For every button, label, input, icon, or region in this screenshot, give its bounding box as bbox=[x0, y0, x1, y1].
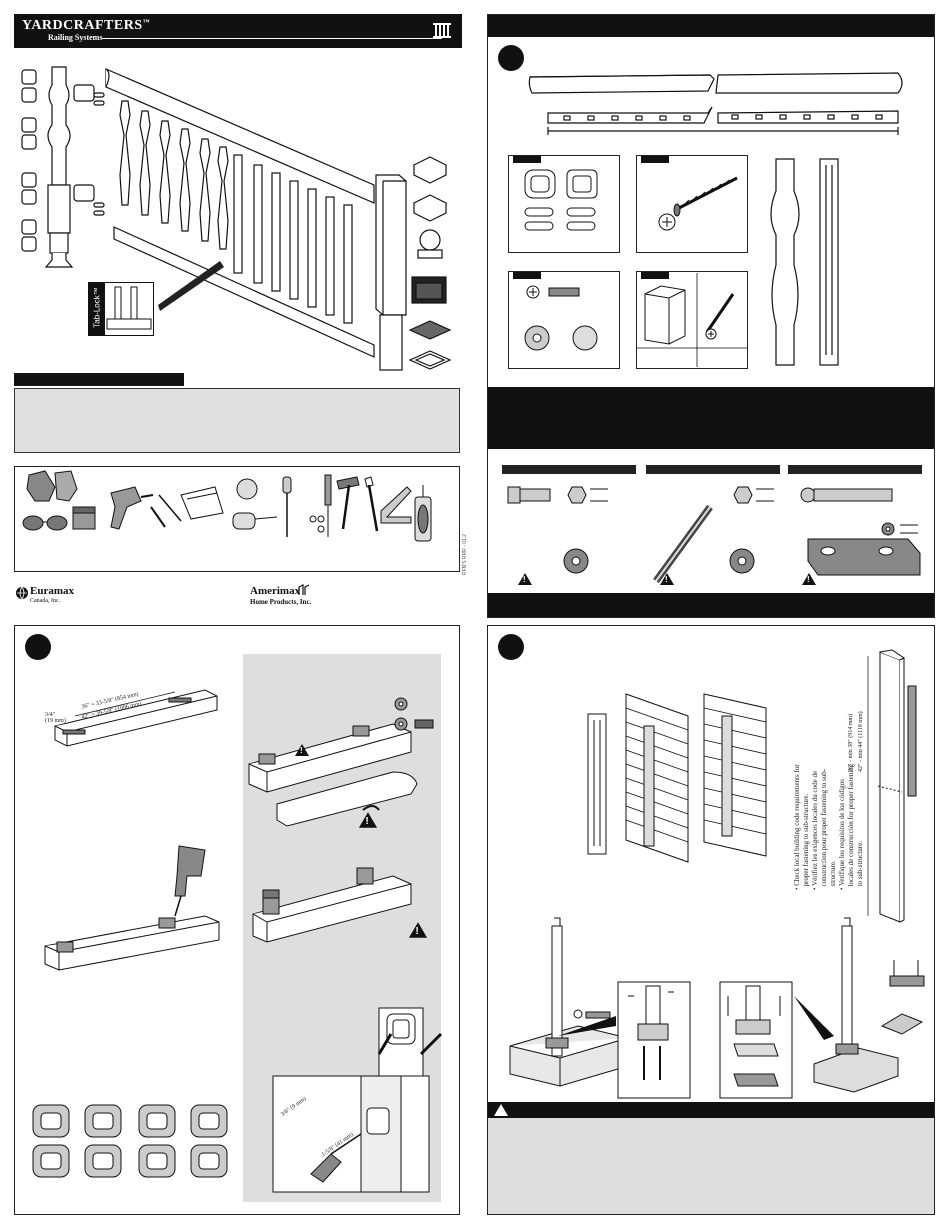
railing-exploded-drawing bbox=[21, 66, 452, 371]
bracket-icon bbox=[524, 169, 598, 231]
post-bracket-drawing bbox=[248, 697, 434, 943]
bracket-kit-box bbox=[508, 155, 620, 253]
offset-label: 3/4" (19 mm) bbox=[45, 712, 66, 724]
tab-lock-label: Tab-Lock™ bbox=[92, 287, 102, 328]
euramax-logo: Euramax bbox=[30, 585, 74, 597]
tape-measure-icon bbox=[232, 478, 278, 530]
step-4-panel: • Check local building code requirements… bbox=[487, 625, 935, 1215]
hammer-icon bbox=[336, 476, 360, 530]
screwdriver-icon bbox=[282, 476, 292, 537]
hardware-header-block bbox=[488, 387, 934, 449]
bracket-set-drawing bbox=[32, 1104, 228, 1178]
code-note-3: • Vérifiez les exigences locales du code… bbox=[811, 770, 819, 890]
drill-detail-drawing bbox=[272, 1032, 443, 1193]
warning-icon bbox=[295, 744, 309, 756]
euramax-sub: Canada, Inc. bbox=[30, 598, 61, 604]
section-header-bar bbox=[14, 373, 184, 386]
warning-icon bbox=[494, 1104, 508, 1116]
square-icon bbox=[380, 486, 412, 524]
warning-icon bbox=[660, 573, 674, 585]
screw-icon bbox=[309, 515, 325, 533]
box-label-bar-3 bbox=[513, 272, 541, 279]
post-base-drawings bbox=[509, 917, 925, 1099]
amerimax-logo: Amerimax bbox=[250, 585, 301, 597]
rails-drawing bbox=[528, 72, 903, 135]
post-mount-drawing bbox=[587, 693, 767, 863]
brand-subtitle: Railing Systems bbox=[48, 33, 103, 42]
caulk-icon bbox=[414, 485, 432, 542]
globe-icon bbox=[16, 586, 28, 600]
pencil-icon bbox=[150, 494, 182, 528]
step-3-gray-area: 3/8" (9 mm) 1-5/8" (41 mm) bbox=[243, 654, 443, 1202]
chisel-icon bbox=[324, 474, 332, 537]
amerimax-mark-icon bbox=[298, 584, 310, 595]
post-block-box bbox=[636, 271, 748, 369]
step-3-marker bbox=[25, 634, 51, 660]
drill-rail-drawing bbox=[44, 845, 220, 971]
hardware-footer-bar bbox=[488, 593, 934, 617]
code-note-4: construction pour proper fastening to su… bbox=[820, 768, 828, 890]
washer-icon bbox=[524, 285, 598, 351]
gloves-icon bbox=[26, 470, 78, 502]
warning-icon bbox=[518, 573, 532, 585]
parts-header-bar bbox=[488, 15, 934, 37]
code-note-5: structure. bbox=[829, 860, 837, 890]
box-label-bar-4 bbox=[641, 272, 669, 279]
step-3-panel: 3/4" (19 mm) 36" = 33-5/8" (854 mm) 42" … bbox=[14, 625, 460, 1215]
warning-icon bbox=[408, 922, 428, 938]
hardware-col-2-bar bbox=[646, 465, 780, 474]
safety-glasses-icon bbox=[22, 515, 68, 531]
warning-text-box bbox=[488, 1118, 934, 1214]
screw-icon bbox=[658, 176, 738, 231]
tall-post-drawing bbox=[867, 649, 917, 923]
doc-code: RFN'S RRR - 01.2 bbox=[462, 534, 468, 575]
post-block-icon bbox=[637, 273, 747, 367]
railing-icon bbox=[433, 23, 451, 38]
warning-icon bbox=[802, 573, 816, 585]
description-box bbox=[14, 388, 460, 453]
step-2-marker bbox=[498, 45, 524, 71]
box-label-bar-2 bbox=[641, 156, 669, 163]
step-4-marker bbox=[498, 634, 524, 660]
tools-row bbox=[22, 470, 432, 542]
hardware-col-3-bar bbox=[788, 465, 922, 474]
screw-box bbox=[636, 155, 748, 253]
amerimax-sub: Home Products, Inc. bbox=[250, 598, 312, 606]
drill-icon bbox=[110, 486, 154, 530]
tools-panel bbox=[14, 466, 460, 572]
tab-lock-detail bbox=[106, 286, 152, 330]
parts-panel bbox=[487, 14, 935, 618]
saw-icon bbox=[180, 486, 224, 520]
fastener-box bbox=[508, 271, 620, 369]
brand-header: YARDCRAFTERS™ Railing Systems bbox=[14, 14, 462, 48]
rail-measure-drawing bbox=[54, 689, 218, 747]
hardware-drawing bbox=[507, 486, 921, 584]
warning-icon bbox=[358, 812, 378, 828]
warning-bar bbox=[488, 1102, 934, 1118]
hardware-col-1-bar bbox=[502, 465, 636, 474]
tab-lock-callout: Tab-Lock™ bbox=[88, 282, 154, 336]
box-label-bar bbox=[513, 156, 541, 163]
posts-drawing bbox=[770, 158, 839, 366]
code-note-1: • Check local building code requirements… bbox=[793, 764, 801, 890]
brand-name: YARDCRAFTERS™ bbox=[22, 18, 151, 33]
code-note-2: proper fastening to sub-structure. bbox=[802, 793, 810, 890]
brand-rule bbox=[102, 38, 442, 39]
code-note-6: • Verifique los requisitos de los código… bbox=[838, 779, 846, 890]
brush-icon bbox=[72, 506, 96, 530]
wrench-icon bbox=[364, 476, 379, 532]
